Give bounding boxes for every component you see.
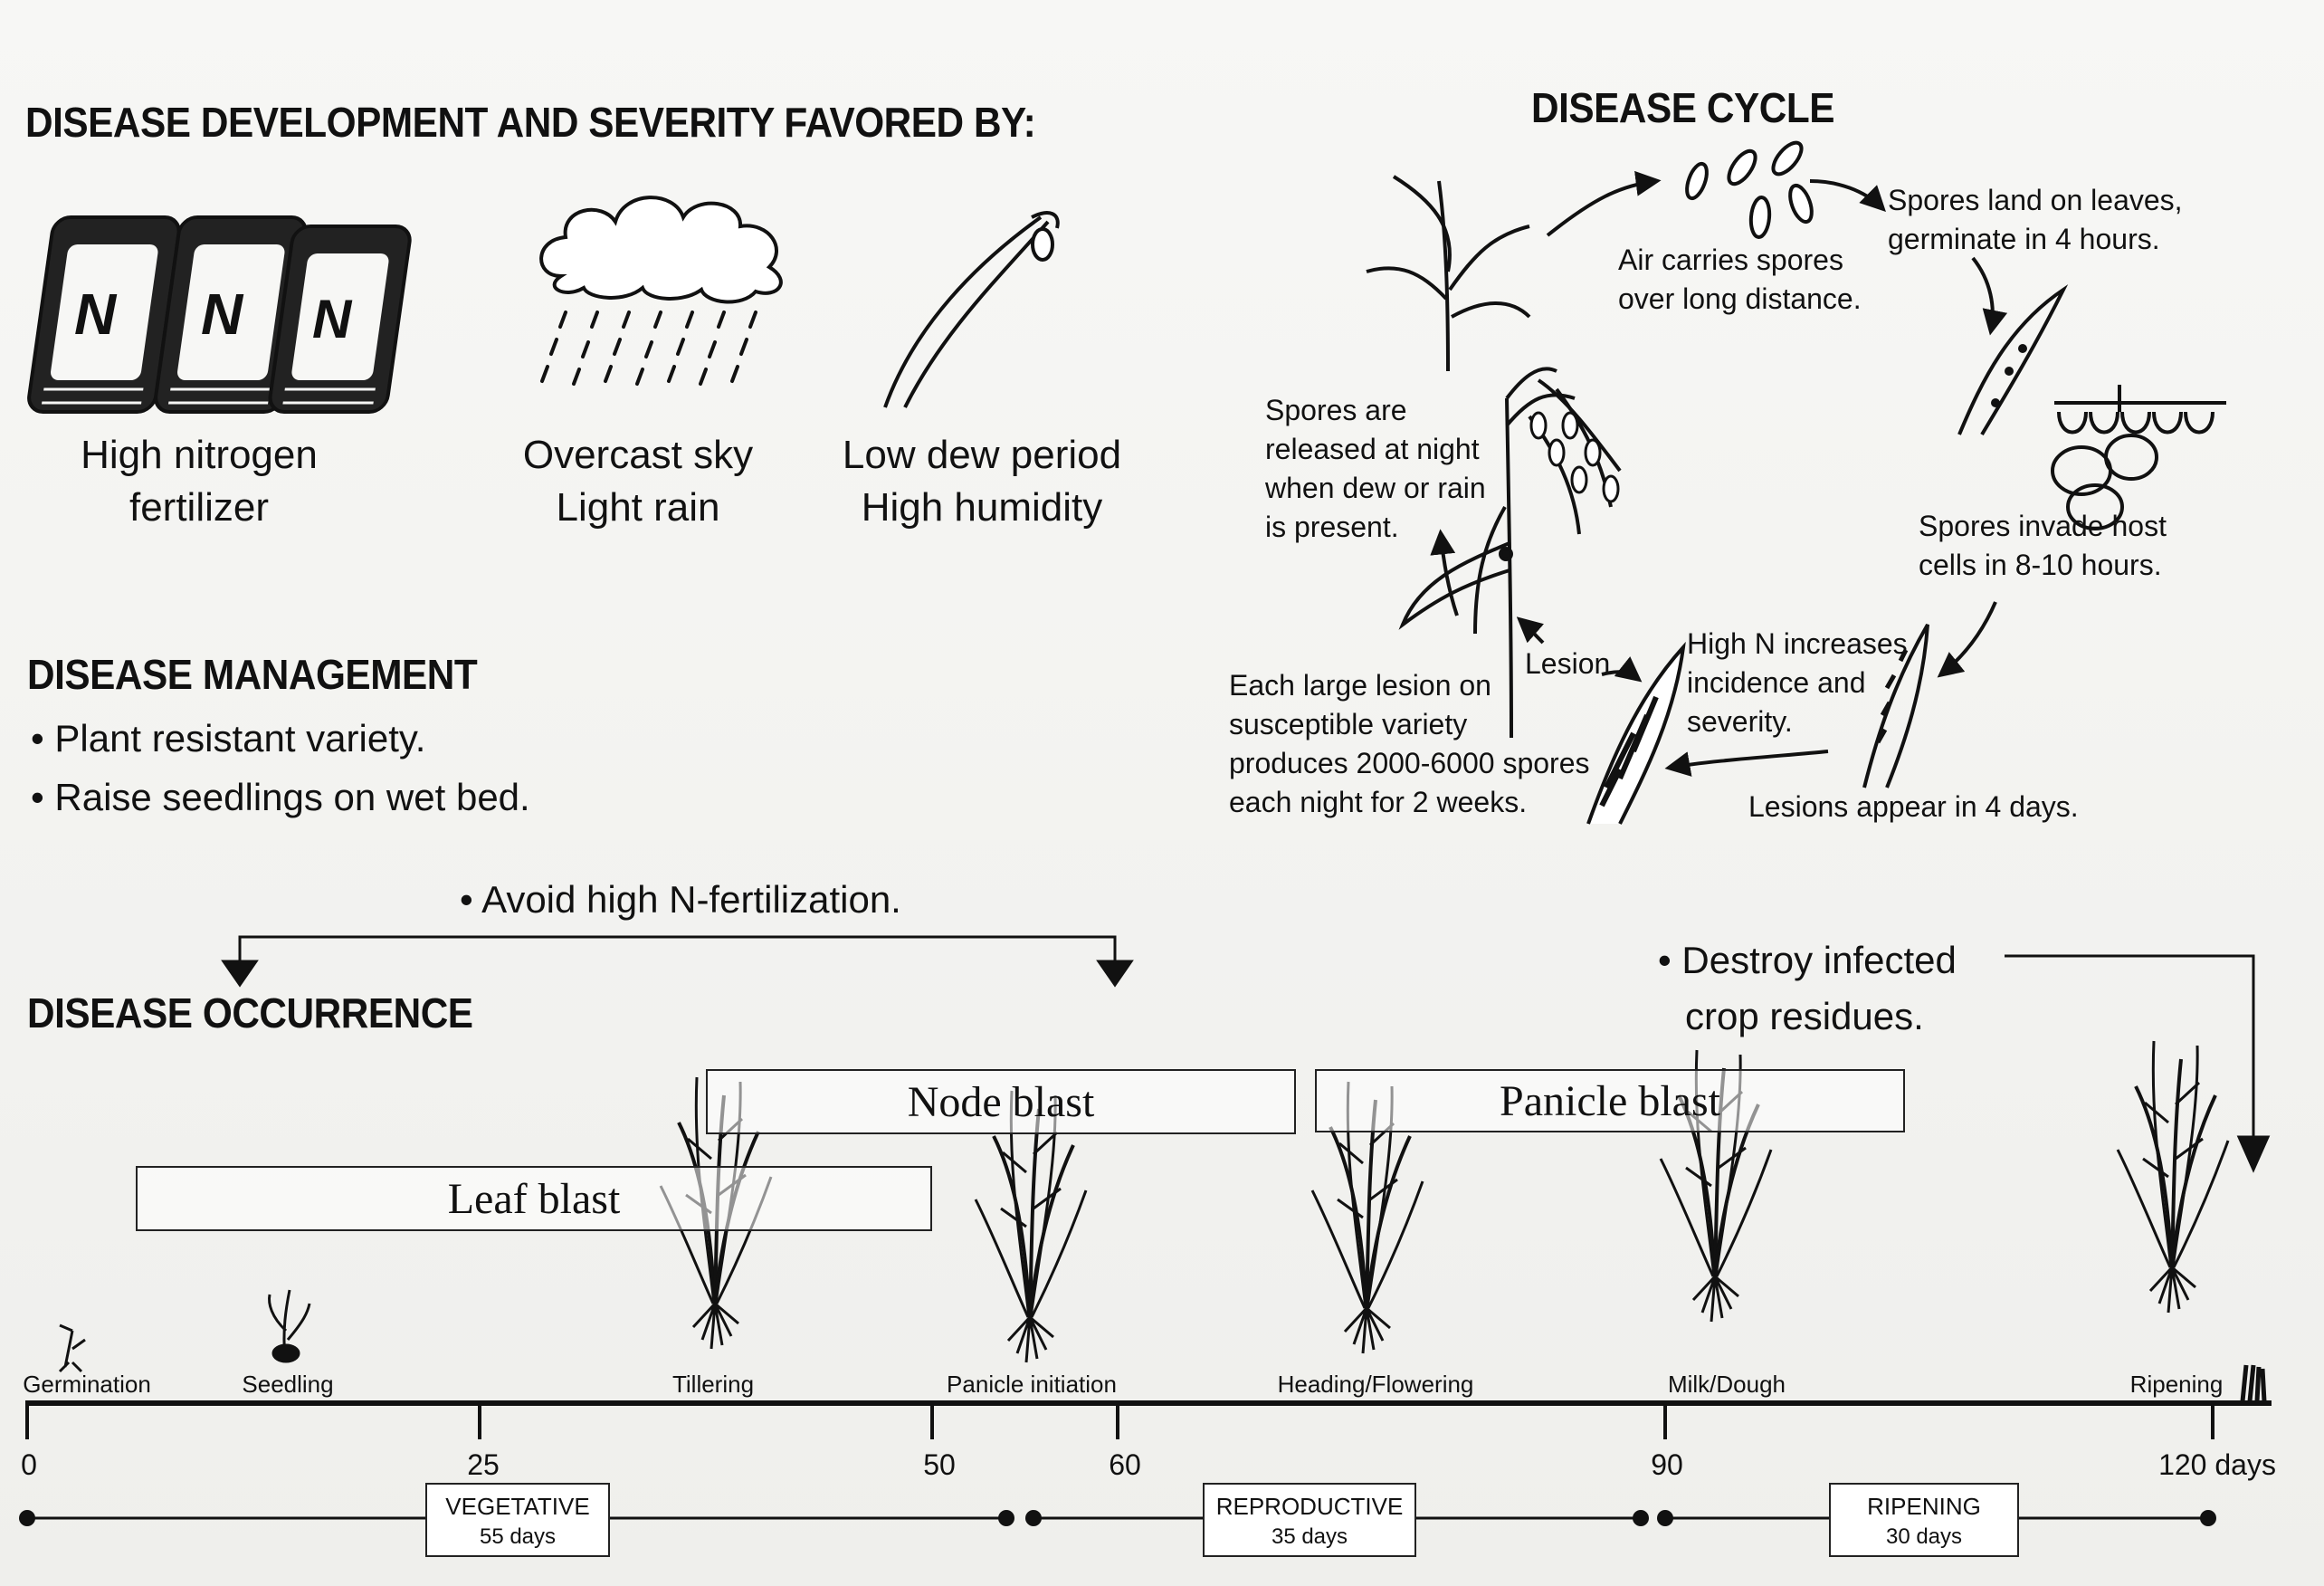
- phase-vegetative: VEGETATIVE 55 days: [425, 1483, 610, 1557]
- growth-stage-plants: [58, 1039, 2267, 1402]
- tick-90: 90: [1651, 1448, 1683, 1481]
- stage-panicle-initiation: Panicle initiation: [947, 1371, 1117, 1398]
- occurrence-title: DISEASE OCCURRENCE: [27, 989, 473, 1037]
- stage-milk-dough: Milk/Dough: [1667, 1371, 1786, 1398]
- factor-humidity: Low dew period High humidity: [833, 429, 1131, 534]
- factor-line2: Light rain: [556, 485, 720, 530]
- rain-cloud-icon: [539, 196, 783, 386]
- destroy-residues-note: • Destroy infected crop residues.: [1658, 939, 1957, 1037]
- stage-tillering: Tillering: [671, 1371, 755, 1398]
- cycle-high-n: High N increases incidence and severity.: [1687, 627, 1908, 738]
- tick-60: 60: [1109, 1448, 1141, 1481]
- cycle-spores-released: Spores are released at night when dew or…: [1265, 394, 1486, 543]
- phase-reproductive: REPRODUCTIVE 35 days: [1203, 1483, 1416, 1557]
- factor-nitrogen: High nitrogen fertilizer: [54, 429, 344, 534]
- cycle-lesions-appear: Lesions appear in 4 days.: [1748, 790, 2079, 823]
- cycle-lesion-label: Lesion: [1525, 647, 1611, 680]
- stage-seedling: Seedling: [242, 1371, 334, 1398]
- fertilizer-bags-icon: [27, 215, 412, 414]
- disease-cycle-illustration: [1366, 140, 2226, 825]
- cycle-title: DISEASE CYCLE: [1531, 84, 1835, 131]
- leaf-blast-bar: Leaf blast: [136, 1166, 932, 1231]
- cycle-spores-land: Spores land on leaves, germinate in 4 ho…: [1888, 184, 2183, 255]
- stage-heading-flowering: Heading/Flowering: [1277, 1371, 1474, 1398]
- dew-leaf-icon: [883, 211, 1060, 408]
- bag-letter: N: [201, 282, 243, 347]
- phase-ripening: RIPENING 30 days: [1829, 1483, 2019, 1557]
- factor-line1: High nitrogen: [81, 433, 318, 477]
- favored-title: DISEASE DEVELOPMENT AND SEVERITY FAVORED…: [25, 99, 1036, 146]
- cycle-air-carries: Air carries spores over long distance.: [1618, 244, 1862, 315]
- management-bullet: • Raise seedlings on wet bed.: [31, 776, 530, 818]
- timeline-axis: [19, 1400, 2272, 1526]
- stage-germination: Germination: [23, 1371, 151, 1398]
- panicle-blast-bar: Panicle blast: [1315, 1069, 1905, 1132]
- tick-50: 50: [923, 1448, 956, 1481]
- cycle-spores-invade: Spores invade host cells in 8-10 hours.: [1919, 510, 2167, 581]
- management-arrows: [221, 935, 2271, 1173]
- bag-letter: N: [74, 282, 117, 347]
- management-bullet: • Plant resistant variety.: [31, 717, 426, 760]
- factor-weather: Overcast sky Light rain: [493, 429, 783, 534]
- factor-line2: High humidity: [861, 485, 1103, 530]
- factor-line2: fertilizer: [129, 485, 270, 530]
- management-title: DISEASE MANAGEMENT: [27, 651, 478, 698]
- avoid-n-note: • Avoid high N-fertilization.: [460, 878, 901, 921]
- stage-ripening: Ripening: [2129, 1371, 2224, 1398]
- cycle-each-lesion: Each large lesion on susceptible variety…: [1229, 669, 1590, 818]
- bag-letter: N: [312, 289, 352, 349]
- tick-120-days: 120 days: [2158, 1448, 2276, 1481]
- factor-line1: Low dew period: [842, 433, 1122, 477]
- tick-25: 25: [467, 1448, 500, 1481]
- tick-0: 0: [21, 1448, 37, 1481]
- node-blast-bar: Node blast: [706, 1069, 1296, 1134]
- factor-line1: Overcast sky: [522, 433, 754, 477]
